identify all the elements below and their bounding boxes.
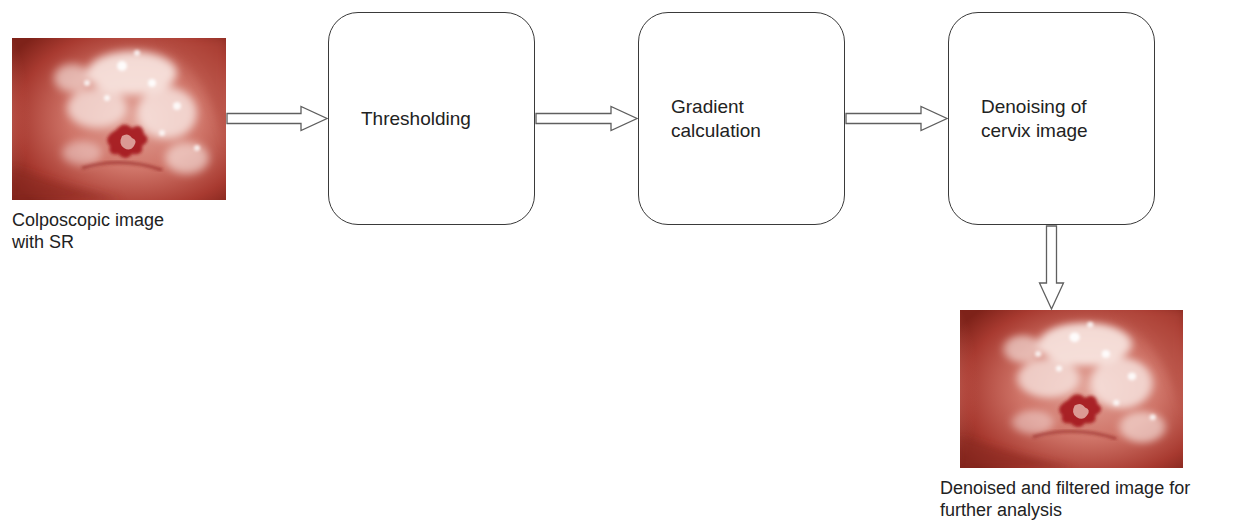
process-label: Gradient calculation (671, 95, 811, 143)
process-box: Denoising of cervix image (948, 12, 1155, 225)
block-arrow (536, 107, 637, 131)
colposcopic-photo (0, 28, 226, 208)
image-node: Colposcopic image with SR (12, 38, 226, 253)
image-node: Denoised and filtered image for further … (940, 310, 1240, 521)
colposcopic-photo (929, 300, 1183, 476)
image-caption: Colposcopic image with SR (12, 210, 187, 253)
image-caption: Denoised and filtered image for further … (940, 478, 1192, 521)
block-arrow (227, 107, 327, 131)
process-label: Thresholding (361, 107, 471, 131)
process-box: Thresholding (328, 12, 535, 225)
process-box: Gradient calculation (638, 12, 845, 225)
block-arrow (1040, 226, 1064, 309)
process-label: Denoising of cervix image (981, 95, 1121, 143)
block-arrow (846, 107, 947, 131)
